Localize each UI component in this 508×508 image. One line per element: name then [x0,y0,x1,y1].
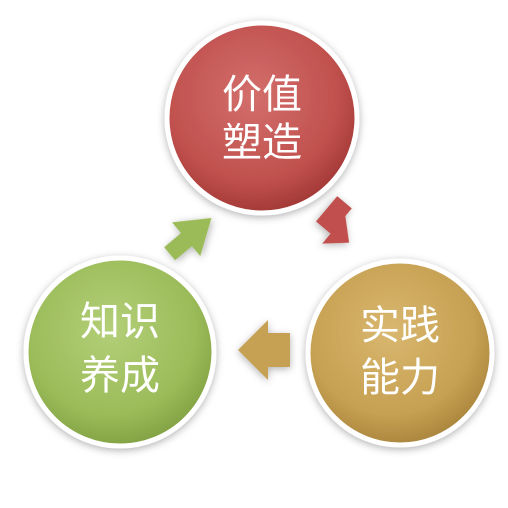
node-knowledge-line-1: 知识 [80,299,160,345]
arrow-value-to-practice [316,196,352,244]
node-value-circle [164,20,360,216]
arrow-down-right-icon [316,196,352,244]
arrow-practice-to-knowledge [238,320,290,380]
arrow-left-icon [238,320,290,380]
node-practice-line-1: 实践 [360,303,440,349]
node-practice-circle [305,258,495,448]
node-value-line-1: 价值 [222,72,302,118]
node-knowledge-building: 知识 养成 [23,255,217,449]
arrow-knowledge-to-value [164,218,212,261]
node-practice-ability: 实践 能力 [305,258,495,448]
node-practice-line-2: 能力 [360,355,440,401]
node-value-shaping: 价值 塑造 [164,20,360,216]
node-knowledge-line-2: 养成 [80,353,160,399]
node-value-line-2: 塑造 [222,120,302,166]
arrow-up-right-icon [164,218,212,261]
node-knowledge-circle [23,255,217,449]
